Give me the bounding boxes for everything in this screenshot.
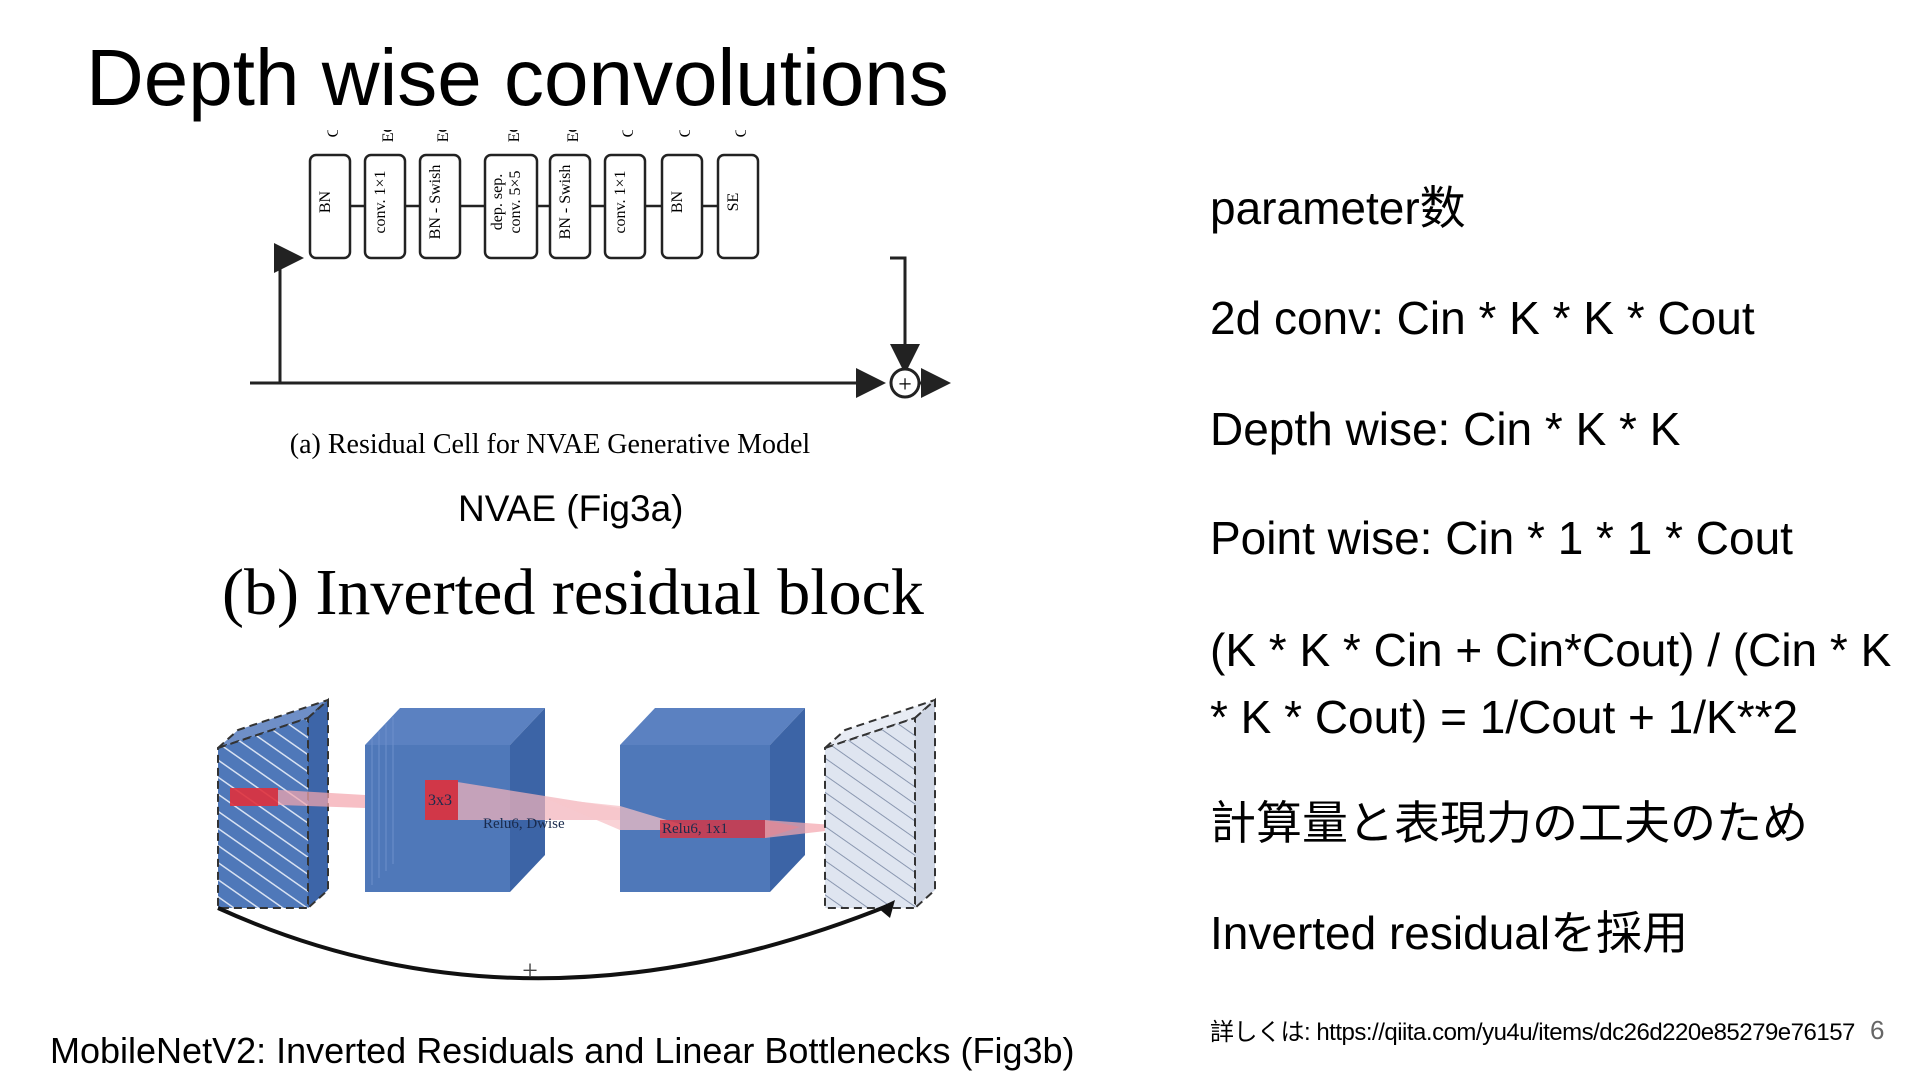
cell-block-label: conv. 1×1 — [372, 170, 389, 233]
receptive-field-beams — [230, 780, 860, 838]
cell-block: BN — [660, 153, 704, 260]
depthwise-params: Depth wise: Cin * K * K — [1210, 403, 1681, 455]
cell-block-label: conv. 5×5 — [507, 170, 524, 233]
cell-block-label: BN - Swish — [427, 165, 444, 240]
residual-arc — [217, 903, 891, 981]
cell-block: conv. 1×1 — [363, 153, 407, 260]
ratio-formula: (K * K * Cin + Cin*Cout) / (Cin * K * K … — [1210, 624, 1892, 743]
input-branch — [274, 243, 304, 383]
channel-label: EC — [506, 130, 523, 142]
channel-label: C — [620, 130, 637, 137]
channel-label: EC — [565, 130, 582, 142]
output-branch — [890, 256, 920, 374]
expanded-tensor — [365, 708, 545, 892]
cell-block: BN - Swish — [548, 153, 592, 260]
kernel-label: 3x3 — [428, 792, 452, 809]
inverted-residual-diagram: 3x3 Relu6, Dwise Relu6, 1x1 + — [217, 697, 936, 987]
cell-block: BN — [308, 153, 352, 260]
cell-block: BN - Swish — [418, 153, 462, 260]
cell-block-label: SE — [725, 193, 742, 212]
design-note: 計算量と表現力の工夫のため — [1210, 797, 1808, 849]
mobilenet-caption: MobileNetV2: Inverted Residuals and Line… — [50, 1030, 1075, 1071]
channel-label: C — [677, 130, 694, 137]
channel-label: EC — [435, 130, 452, 142]
page-number: 6 — [1870, 1015, 1885, 1045]
cell-blocks: BN conv. 1×1 BN - Swish dep. sep.conv. 5×5 B… — [308, 153, 760, 260]
relu-dwise-label: Relu6, Dwise — [483, 816, 565, 832]
figure-a-caption: (a) Residual Cell for NVAE Generative Mo… — [290, 429, 811, 460]
nvae-residual-cell-diagram: C EC EC EC EC C C C BN conv. 1×1 BN - Swish dep. s… — [250, 130, 951, 460]
cell-block-label: BN - Swish — [557, 165, 574, 240]
cell-block: dep. sep.conv. 5×5 — [483, 153, 539, 260]
param-heading: parameter数 — [1210, 182, 1466, 234]
pointwise-params: Point wise: Cin * 1 * 1 * Cout — [1210, 512, 1793, 564]
depthwise-output-tensor — [620, 708, 805, 892]
cell-block: SE — [716, 153, 760, 260]
residual-plus: + — [522, 956, 538, 987]
channel-label: C — [325, 130, 342, 137]
channel-label: EC — [380, 130, 397, 142]
reference-link[interactable]: 詳しくは: https://qiita.com/yu4u/items/dc26d… — [1210, 1019, 1855, 1046]
output-tensor — [824, 697, 936, 911]
cell-block-label: BN — [669, 190, 686, 213]
cell-block: conv. 1×1 — [603, 153, 647, 260]
channel-labels: C EC EC EC EC C C C — [325, 130, 750, 142]
sum-symbol: + — [898, 372, 912, 398]
conv2d-params: 2d conv: Cin * K * K * Cout — [1210, 292, 1755, 344]
cell-block-label: dep. sep. — [489, 174, 506, 230]
relu-1x1-label: Relu6, 1x1 — [662, 821, 728, 837]
cell-block-label: BN — [317, 190, 334, 213]
slide-title: Depth wise convolutions — [86, 33, 949, 122]
cell-block-label: conv. 1×1 — [612, 170, 629, 233]
inverted-residual-title: (b) Inverted residual block — [222, 556, 924, 629]
nvae-figure-label: NVAE (Fig3a) — [458, 488, 684, 529]
channel-label: C — [733, 130, 750, 137]
adoption-note: Inverted residualを採用 — [1210, 907, 1689, 959]
